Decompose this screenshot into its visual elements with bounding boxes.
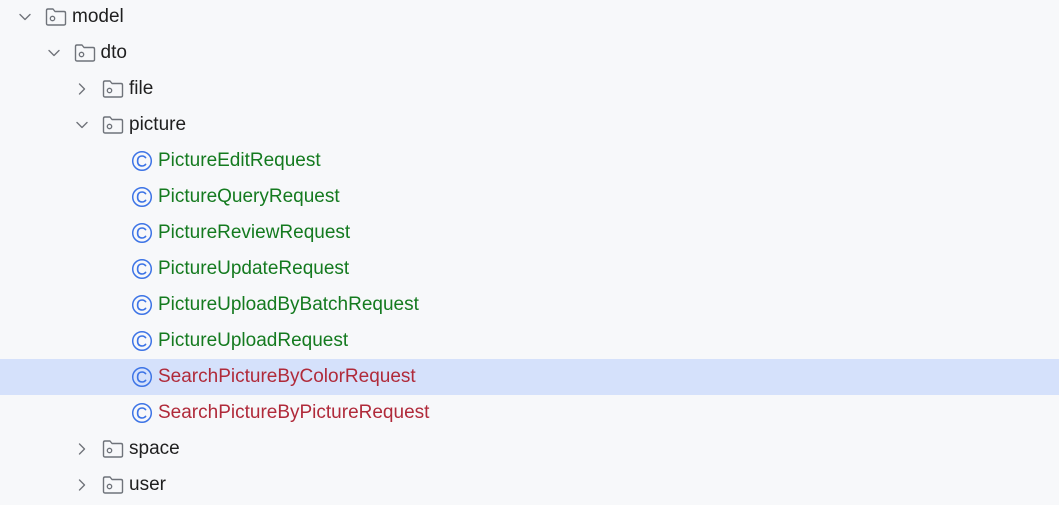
class-icon bbox=[131, 186, 153, 208]
class-icon bbox=[131, 402, 153, 424]
tree-item-label: model bbox=[72, 6, 124, 27]
tree-folder-row[interactable]: file bbox=[0, 71, 1059, 107]
tree-item-label: PictureUpdateRequest bbox=[158, 258, 350, 279]
package-folder-icon bbox=[74, 44, 95, 62]
chevron-down-icon[interactable] bbox=[75, 118, 89, 132]
tree-file-row[interactable]: PictureReviewRequest bbox=[0, 215, 1059, 251]
tree-file-row[interactable]: SearchPictureByPictureRequest bbox=[0, 395, 1059, 431]
tree-item-label: SearchPictureByColorRequest bbox=[158, 366, 416, 387]
tree-item-label: PictureReviewRequest bbox=[158, 222, 351, 243]
tree-folder-row[interactable]: user bbox=[0, 467, 1059, 503]
class-icon bbox=[131, 366, 153, 388]
package-folder-icon bbox=[45, 8, 67, 26]
tree-file-row[interactable]: PictureUploadByBatchRequest bbox=[0, 287, 1059, 323]
tree-item-label: PictureUploadByBatchRequest bbox=[158, 294, 419, 315]
tree-item-label: PictureEditRequest bbox=[158, 150, 321, 171]
package-folder-icon bbox=[102, 440, 124, 458]
class-icon bbox=[131, 222, 153, 244]
class-icon bbox=[131, 258, 153, 280]
chevron-down-icon[interactable] bbox=[47, 46, 61, 60]
chevron-down-icon[interactable] bbox=[18, 10, 32, 24]
tree-file-row[interactable]: PictureUpdateRequest bbox=[0, 251, 1059, 287]
class-icon bbox=[131, 330, 153, 352]
tree-item-label: picture bbox=[129, 114, 187, 135]
package-folder-icon bbox=[102, 476, 124, 494]
chevron-right-icon[interactable] bbox=[75, 478, 89, 492]
tree-item-label: space bbox=[129, 438, 180, 459]
tree-file-row[interactable]: SearchPictureByColorRequest bbox=[0, 359, 1059, 395]
class-icon bbox=[131, 150, 153, 172]
tree-item-label: user bbox=[129, 474, 166, 495]
tree-item-label: dto bbox=[100, 42, 127, 63]
package-folder-icon bbox=[102, 116, 124, 134]
tree-folder-row[interactable]: dto bbox=[0, 35, 1059, 71]
tree-item-label: PictureUploadRequest bbox=[158, 330, 349, 351]
tree-folder-row[interactable]: picture bbox=[0, 107, 1059, 143]
tree-file-row[interactable]: PictureQueryRequest bbox=[0, 179, 1059, 215]
package-folder-icon bbox=[102, 80, 124, 98]
tree-item-label: file bbox=[129, 78, 154, 99]
tree-file-row[interactable]: PictureUploadRequest bbox=[0, 323, 1059, 359]
tree-file-row[interactable]: PictureEditRequest bbox=[0, 143, 1059, 179]
tree-item-label: SearchPictureByPictureRequest bbox=[158, 402, 430, 423]
class-icon bbox=[131, 294, 153, 316]
tree-item-label: PictureQueryRequest bbox=[158, 186, 340, 207]
chevron-right-icon[interactable] bbox=[75, 442, 89, 456]
tree-folder-row[interactable]: space bbox=[0, 431, 1059, 467]
chevron-right-icon[interactable] bbox=[75, 82, 89, 96]
tree-folder-row[interactable]: model bbox=[0, 0, 1059, 35]
